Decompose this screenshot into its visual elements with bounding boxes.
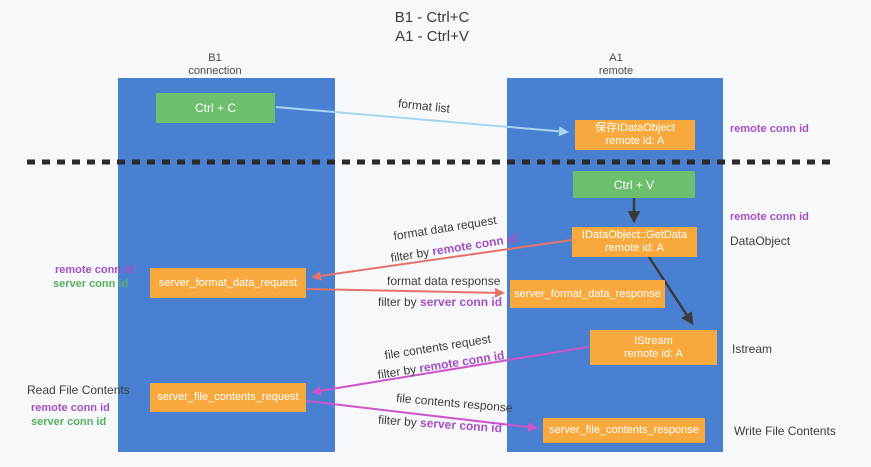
- filter-by-text: filter by: [378, 295, 417, 309]
- node-ctrl-c: Ctrl + C: [156, 93, 275, 123]
- node-istream: IStream remote id: A: [590, 330, 717, 365]
- node-server-format-data-request-label: server_format_data_request: [158, 276, 298, 289]
- node-ctrl-c-label: Ctrl + C: [194, 101, 236, 115]
- lane-a1-subtitle: remote: [598, 65, 634, 77]
- node-save-idataobject-line1: 保存IDataObject: [594, 122, 676, 134]
- label-format-data-response: format data response: [387, 274, 501, 288]
- left-label-remote-conn-id-top: remote conn id: [55, 264, 134, 276]
- lane-header-b1: B1 connection: [188, 52, 241, 78]
- node-server-file-contents-response-label: server_file_contents_response: [549, 424, 699, 436]
- node-idataobject-getdata-line2: remote id: A: [605, 242, 664, 254]
- server-conn-id-key: server conn id: [420, 295, 503, 309]
- title-line-1: B1 - Ctrl+C: [394, 9, 470, 26]
- right-label-write-file-contents: Write File Contents: [734, 424, 836, 438]
- right-label-remote-conn-id-mid: remote conn id: [730, 211, 809, 223]
- node-server-file-contents-response: server_file_contents_response: [543, 418, 705, 443]
- left-label-server-conn-id-bottom: server conn id: [31, 416, 107, 428]
- node-istream-line1: IStream: [634, 334, 673, 347]
- left-label-remote-conn-id-bottom: remote conn id: [31, 402, 110, 414]
- node-server-format-data-request: server_format_data_request: [150, 268, 306, 298]
- diagram-title: B1 - Ctrl+C A1 - Ctrl+V: [395, 8, 470, 46]
- node-server-format-data-response: server_format_data_response: [510, 280, 665, 308]
- left-label-server-conn-id-top: server conn id: [53, 278, 129, 290]
- lane-header-a1: A1 remote: [599, 52, 633, 78]
- arrow-format-data-response: [306, 287, 505, 298]
- node-server-format-data-response-label: server_format_data_response: [514, 287, 661, 300]
- right-label-istream: Istream: [732, 342, 773, 356]
- node-istream-line2: remote id: A: [624, 347, 683, 360]
- node-ctrl-v: Ctrl + V: [573, 171, 695, 198]
- label-filter-server-conn-id-1: filter by server conn id: [378, 295, 502, 309]
- right-label-remote-conn-id-top: remote conn id: [730, 123, 809, 135]
- filter-by-text: filter by: [389, 245, 431, 265]
- label-file-contents-response: file contents response: [395, 390, 514, 416]
- server-conn-id-key: server conn id: [419, 415, 503, 436]
- right-label-dataobject: DataObject: [730, 234, 791, 248]
- node-ctrl-v-label: Ctrl + V: [613, 177, 655, 192]
- lane-b1-name: B1: [208, 52, 222, 64]
- node-save-idataobject: 保存IDataObject remote id: A: [575, 120, 695, 150]
- title-line-2: A1 - Ctrl+V: [395, 28, 469, 45]
- lane-a1-name: A1: [609, 52, 623, 64]
- label-format-list: format list: [397, 96, 451, 116]
- node-server-file-contents-request-label: server_file_contents_request: [157, 391, 299, 403]
- node-idataobject-getdata: IDataObject::GetData remote id: A: [572, 227, 697, 257]
- lane-b1-subtitle: connection: [188, 65, 242, 77]
- label-filter-server-conn-id-2: filter by server conn id: [378, 413, 503, 436]
- node-server-file-contents-request: server_file_contents_request: [150, 383, 306, 412]
- filter-by-text: filter by: [376, 362, 418, 382]
- left-label-read-file-contents: Read File Contents: [27, 383, 130, 397]
- node-save-idataobject-line2: remote id: A: [605, 135, 665, 147]
- filter-by-text: filter by: [377, 412, 418, 430]
- node-idataobject-getdata-line1: IDataObject::GetData: [581, 229, 688, 241]
